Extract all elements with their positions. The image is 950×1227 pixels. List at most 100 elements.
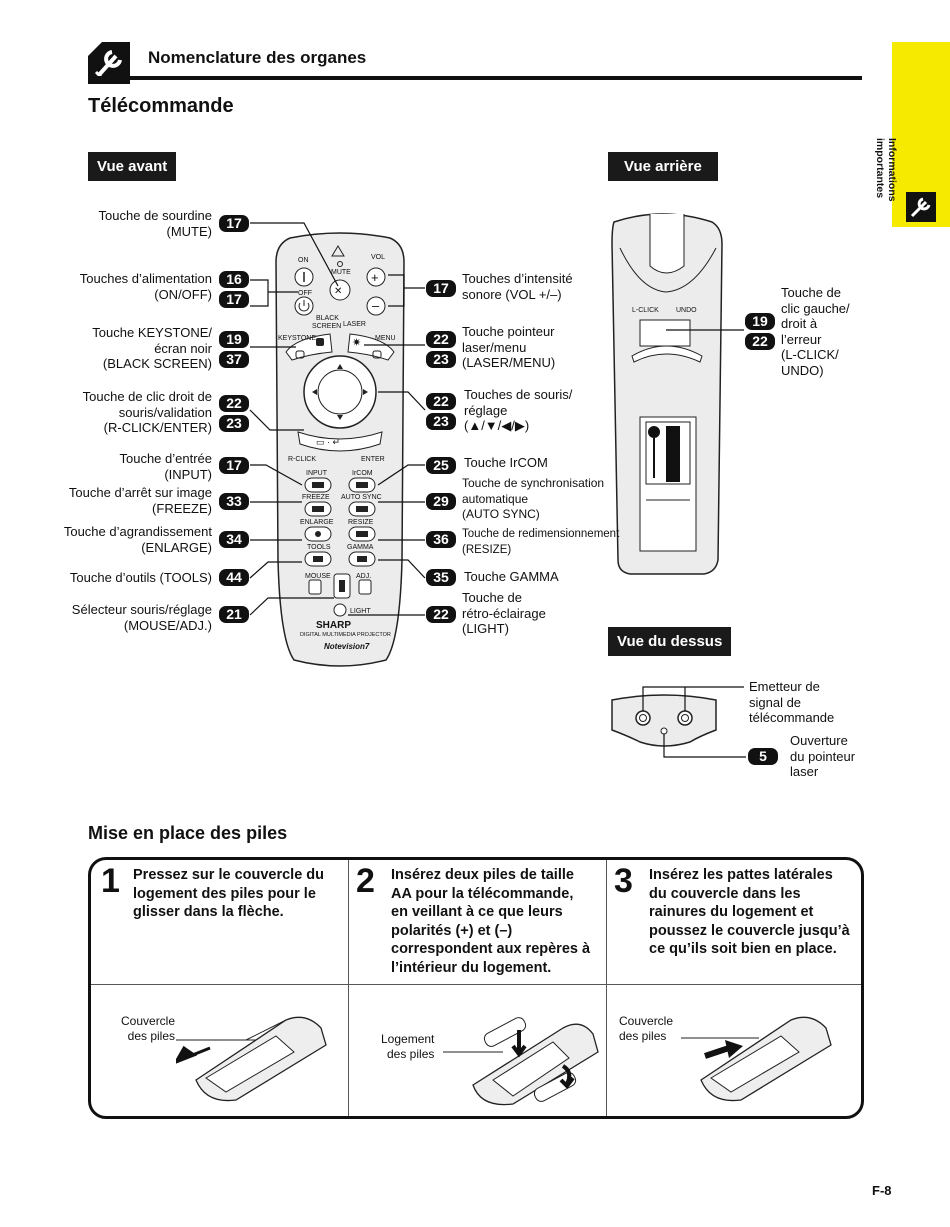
badge-gamma: 35 xyxy=(426,569,456,586)
remote-light-text: LIGHT xyxy=(350,608,371,615)
remote-mouse-text: MOUSE xyxy=(305,573,331,580)
badge-mouse-1: 22 xyxy=(426,393,456,410)
steps-divider xyxy=(91,984,861,985)
remote-off-text: OFF xyxy=(298,290,312,297)
label-mute: Touche de sourdine(MUTE) xyxy=(98,208,212,239)
step-3-illustration xyxy=(681,1016,832,1102)
badge-laser-2: 23 xyxy=(426,351,456,368)
badge-mouse-2: 23 xyxy=(426,413,456,430)
badge-mouse-adj: 21 xyxy=(219,606,249,623)
remote-tools-text: TOOLS xyxy=(307,544,331,551)
header-rule xyxy=(88,76,862,80)
badge-lclick-2: 22 xyxy=(745,333,775,350)
wrench-tab-icon xyxy=(906,192,936,222)
remote-brand-text: SHARP xyxy=(316,620,351,631)
undo-text: UNDO xyxy=(676,307,697,314)
badge-power-on: 16 xyxy=(219,271,249,288)
label-freeze: Touche d’arrêt sur image(FREEZE) xyxy=(68,485,212,516)
badge-enlarge: 34 xyxy=(219,531,249,548)
remote-rclick-text: R-CLICK xyxy=(288,456,316,463)
side-tab[interactable]: Informations importantes xyxy=(874,42,950,227)
badge-volume: 17 xyxy=(426,280,456,297)
svg-text:✷: ✷ xyxy=(352,337,361,349)
remote-screen-text: SCREEN xyxy=(312,323,341,330)
back-remote: L-CLICK UNDO xyxy=(611,213,723,575)
remote-menu-text: MENU xyxy=(375,335,396,342)
badge-keystone-2: 37 xyxy=(219,351,249,368)
label-mouse-adj: Sélecteur souris/réglage(MOUSE/ADJ.) xyxy=(71,602,212,633)
label-mouse-keys: Touches de souris/réglage(▲/▼/◀/▶) xyxy=(464,387,573,433)
remote-black-text: BLACK xyxy=(316,315,339,322)
svg-text:+: + xyxy=(371,270,379,285)
badge-rclick-1: 22 xyxy=(219,395,249,412)
remote-adj-text: ADJ. xyxy=(356,573,371,580)
remote-ircom-text: IrCOM xyxy=(352,470,373,477)
remote-gamma-text: GAMMA xyxy=(347,544,374,551)
remote-model-text: Notevision7 xyxy=(324,642,370,651)
back-view-label: Vue arrière xyxy=(608,152,718,181)
remote-freeze-text: FREEZE xyxy=(302,494,330,501)
svg-text:–: – xyxy=(372,298,380,313)
remote-keystone-text: KEYSTONE xyxy=(278,335,316,342)
remote-resize-text: RESIZE xyxy=(348,519,374,526)
badge-freeze: 33 xyxy=(219,493,249,510)
label-enlarge: Touche d’agrandissement(ENLARGE) xyxy=(63,524,212,555)
lclick-text: L-CLICK xyxy=(632,307,659,314)
badge-laser-1: 22 xyxy=(426,331,456,348)
top-view-label: Vue du dessus xyxy=(608,627,732,656)
page-number: F-8 xyxy=(872,1183,892,1198)
svg-text:✕: ✕ xyxy=(334,286,342,297)
badge-ircom: 25 xyxy=(426,457,456,474)
remote-product-text: DIGITAL MULTIMEDIA PROJECTOR xyxy=(300,632,391,638)
step-1-illustration xyxy=(176,1016,327,1102)
step-1-number: 1 xyxy=(101,862,120,900)
remote-on-text: ON xyxy=(298,257,309,264)
badge-laser-aperture: 5 xyxy=(748,748,778,765)
badge-power-off: 17 xyxy=(219,291,249,308)
front-remote: ✕ + – ✷ ▭ · ↵ xyxy=(275,232,405,667)
badge-keystone-1: 19 xyxy=(219,331,249,348)
label-tools: Touche d’outils (TOOLS) xyxy=(69,570,212,585)
badge-lclick-1: 19 xyxy=(745,313,775,330)
step-3-number: 3 xyxy=(614,862,633,900)
step-2-illustration xyxy=(443,1017,599,1106)
badge-rclick-2: 23 xyxy=(219,415,249,432)
label-power: Touches d’alimentation(ON/OFF) xyxy=(79,271,212,302)
badge-resize: 36 xyxy=(426,531,456,548)
step-2-number: 2 xyxy=(356,862,375,900)
svg-text:▭ · ↵: ▭ · ↵ xyxy=(316,437,340,447)
badge-input: 17 xyxy=(219,457,249,474)
remote-autosync-text: AUTO SYNC xyxy=(341,494,382,501)
page-title: Télécommande xyxy=(88,95,234,117)
badge-mute: 17 xyxy=(219,215,249,232)
label-ircom: Touche IrCOM xyxy=(464,455,548,470)
badge-autosync: 29 xyxy=(426,493,456,510)
label-resize: Touche de redimensionnement(RESIZE) xyxy=(462,528,620,556)
front-view-label: Vue avant xyxy=(88,152,177,181)
label-keystone: Touche KEYSTONE/écran noir(BLACK SCREEN) xyxy=(92,325,212,371)
remote-mute-text: MUTE xyxy=(331,269,351,276)
label-input: Touche d’entrée(INPUT) xyxy=(119,451,212,482)
badge-light: 22 xyxy=(426,606,456,623)
remote-input-text: INPUT xyxy=(306,470,328,477)
remote-enter-text: ENTER xyxy=(361,456,385,463)
section-title: Nomenclature des organes xyxy=(148,48,367,67)
remote-laser-text: LASER xyxy=(343,321,366,328)
badge-tools: 44 xyxy=(219,569,249,586)
remote-enlarge-text: ENLARGE xyxy=(300,519,334,526)
batteries-title: Mise en place des piles xyxy=(88,823,288,843)
